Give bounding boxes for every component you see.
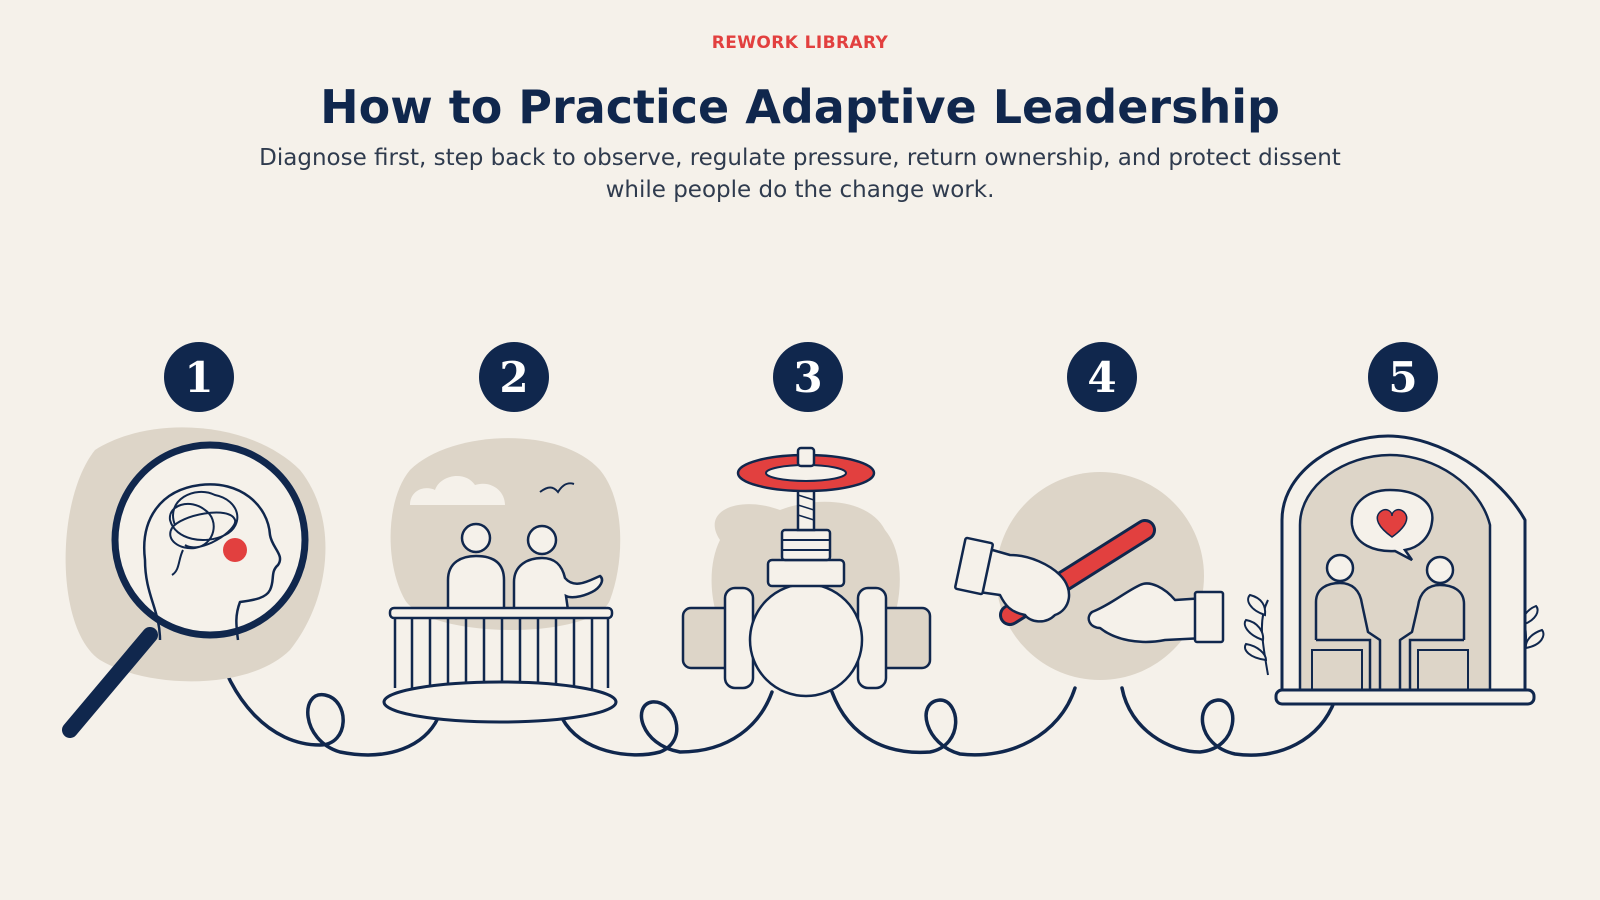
step-badge-5 xyxy=(1368,342,1438,412)
page-title: How to Practice Adaptive Leadership xyxy=(320,80,1280,134)
step-3: 3 xyxy=(681,342,932,698)
step-number-1: 1 xyxy=(184,353,213,402)
eyebrow-label: REWORK LIBRARY xyxy=(711,33,889,53)
step-badge-1 xyxy=(164,342,234,412)
safe-shelter-dialogue-icon xyxy=(1243,434,1545,706)
step-badge-4 xyxy=(1067,342,1137,412)
step-5: 5 xyxy=(1243,342,1545,706)
page-subtitle: Diagnose first, step back to observe, re… xyxy=(259,145,1341,203)
step-badge-2 xyxy=(479,342,549,412)
step-number-4: 4 xyxy=(1087,353,1116,402)
pressure-valve-icon xyxy=(681,446,932,698)
magnifying-glass-head-icon xyxy=(62,427,326,738)
step-number-2: 2 xyxy=(499,353,528,402)
step-2: 2 xyxy=(382,342,621,724)
step-number-5: 5 xyxy=(1388,353,1417,402)
step-1: 1 xyxy=(62,342,326,738)
step-badge-3 xyxy=(773,342,843,412)
connector-line xyxy=(213,638,1337,757)
step-number-3: 3 xyxy=(793,353,822,402)
balcony-observers-icon xyxy=(382,438,621,724)
step-4: 4 xyxy=(954,342,1225,680)
baton-handoff-icon xyxy=(954,472,1225,680)
